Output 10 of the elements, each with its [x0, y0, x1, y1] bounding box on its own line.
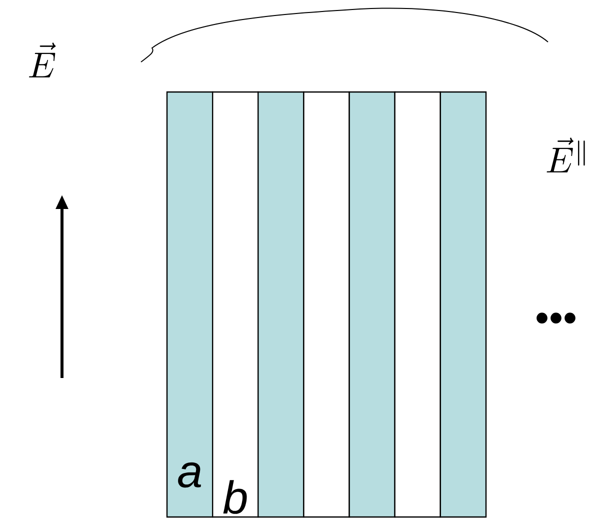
- stripe: [440, 91, 487, 518]
- stripe: [258, 91, 304, 518]
- stripe: [394, 91, 441, 518]
- stripe: [348, 91, 396, 518]
- ellipsis: •••: [536, 312, 576, 324]
- stripe-letter: b: [223, 480, 247, 514]
- stripe-letter: a: [178, 462, 202, 488]
- field-symbol: $\vec{E}^{\parallel}$: [546, 138, 585, 172]
- stripe: [303, 91, 350, 518]
- field-symbol: $\vec{E}$: [29, 42, 56, 78]
